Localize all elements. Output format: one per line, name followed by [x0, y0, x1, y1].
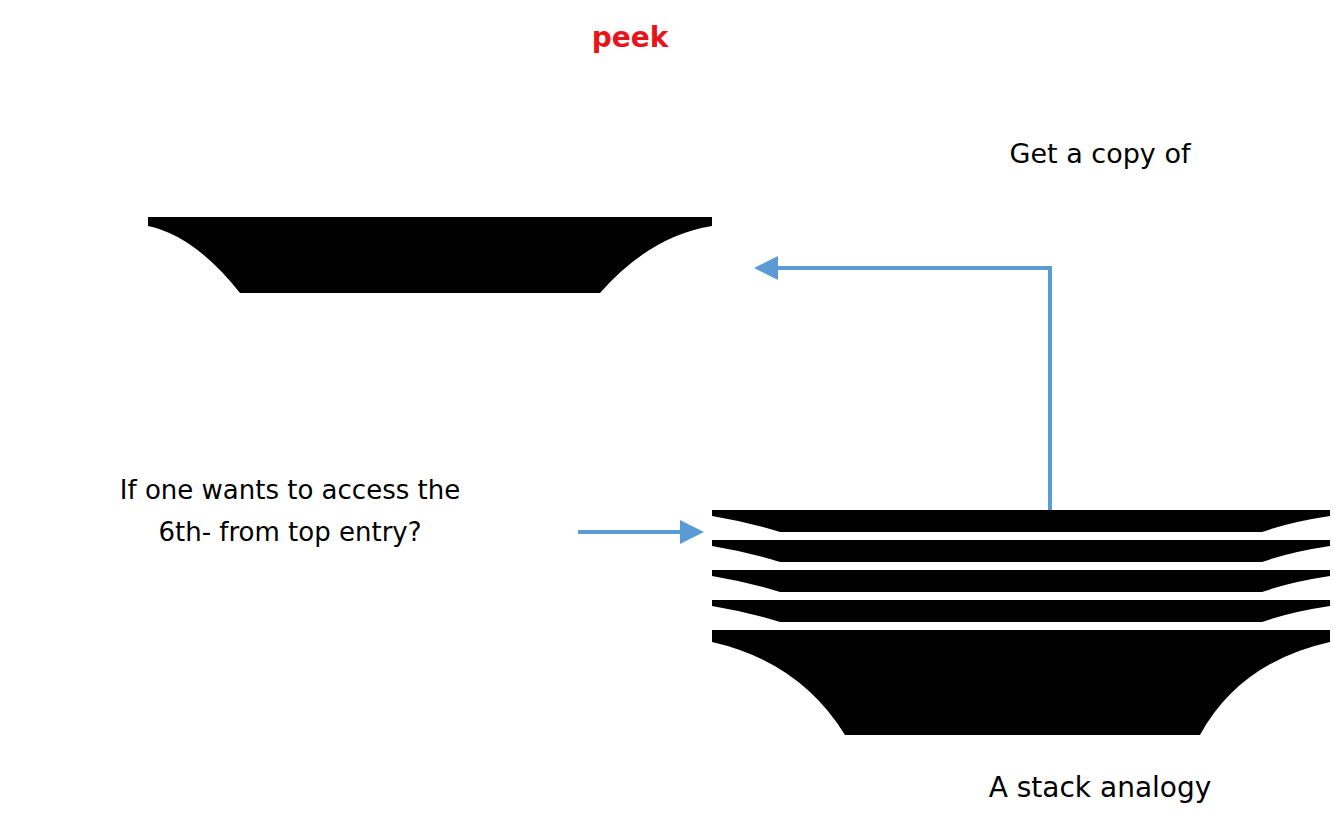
single-plate — [148, 217, 712, 293]
access-arrow — [578, 530, 700, 534]
question-text: If one wants to access the 6th- from top… — [105, 470, 475, 553]
stack-plate — [712, 510, 1330, 532]
stack-plate — [712, 540, 1330, 562]
stack-plate — [712, 630, 1330, 735]
title-text: peek — [480, 16, 780, 61]
copy-arrow — [758, 268, 1050, 510]
caption-text: A stack analogy — [920, 766, 1280, 811]
annotation-text: Get a copy of — [940, 132, 1260, 175]
stack-plate — [712, 570, 1330, 592]
stack-plate — [712, 600, 1330, 622]
